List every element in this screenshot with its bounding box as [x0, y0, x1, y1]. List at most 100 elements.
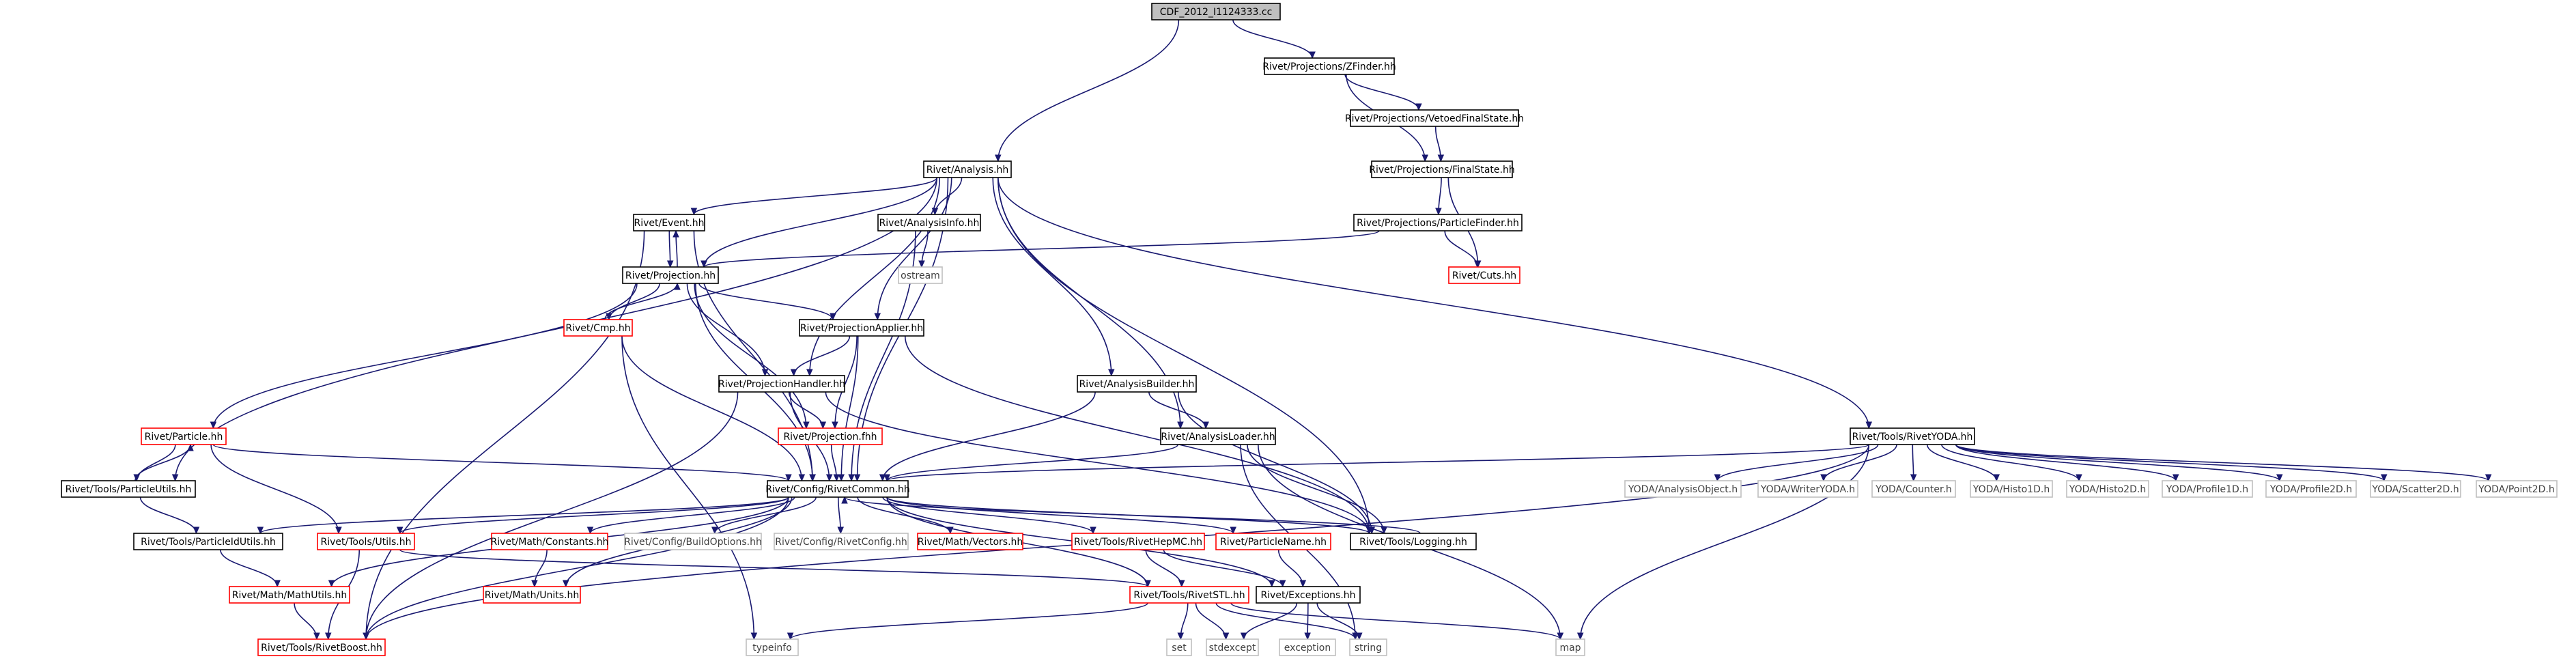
- edge-arrowhead: [586, 526, 594, 535]
- edge-partfinder-to-projection: [700, 230, 1380, 268]
- edge-projection-to-projfhh: [694, 283, 810, 430]
- edge-arrowhead: [1177, 421, 1184, 430]
- edge-common-to-buildopts: [711, 496, 817, 535]
- edge-arrowhead: [335, 526, 342, 535]
- edge-common-to-pname: [886, 496, 1236, 535]
- node-box: [257, 638, 386, 656]
- node-common[interactable]: Rivet/Config/RivetCommon.hh: [765, 480, 910, 498]
- node-units[interactable]: Rivet/Math/Units.hh: [483, 586, 581, 604]
- node-pidutils[interactable]: Rivet/Tools/ParticleIdUtils.hh: [133, 533, 283, 550]
- edge-line: [1926, 444, 1998, 481]
- edge-line: [1148, 391, 1206, 429]
- edge-event-to-projection: [666, 230, 674, 268]
- node-mathconst[interactable]: Rivet/Math/Constants.hh: [491, 533, 609, 550]
- edge-arrowhead: [809, 474, 817, 482]
- node-pname[interactable]: Rivet/ParticleName.hh: [1215, 533, 1331, 550]
- edge-arrowhead: [761, 369, 769, 377]
- node-hepmc[interactable]: Rivet/Tools/RivetHepMC.hh: [1071, 533, 1205, 550]
- edge-toolsutils-to-stl: [399, 549, 1151, 588]
- edge-line: [399, 496, 789, 534]
- edge-line: [1955, 444, 2385, 481]
- node-yodapt2: YODA/Point2D.h: [2476, 480, 2558, 498]
- node-box: [2370, 480, 2461, 498]
- edge-arrowhead: [2276, 474, 2283, 482]
- edge-arrowhead: [1230, 526, 1236, 535]
- node-box: [746, 638, 799, 656]
- node-box: [1350, 533, 1477, 550]
- node-partfinder[interactable]: Rivet/Projections/ParticleFinder.hh: [1353, 214, 1523, 231]
- node-projection[interactable]: Rivet/Projection.hh: [622, 266, 719, 284]
- edge-hepmc-to-exceptions: [1163, 549, 1286, 588]
- node-analysis[interactable]: Rivet/Analysis.hh: [923, 160, 1012, 178]
- edge-arrowhead: [1144, 580, 1151, 588]
- edge-rivetyoda-to-yodap2: [1955, 444, 2283, 482]
- node-projhandler[interactable]: Rivet/ProjectionHandler.hh: [718, 375, 845, 393]
- node-projfhh[interactable]: Rivet/Projection.fhh: [778, 427, 883, 445]
- edge-rivetyoda-to-yodapt2: [1955, 444, 2492, 482]
- edge-projection-to-cmp: [606, 283, 660, 321]
- edge-line: [881, 391, 1096, 481]
- node-mathutils[interactable]: Rivet/Math/MathUtils.hh: [229, 586, 350, 604]
- node-yodap2: YODA/Profile2D.h: [2265, 480, 2357, 498]
- node-box: [923, 160, 1012, 178]
- edge-common-to-pidutils: [257, 496, 789, 535]
- node-event[interactable]: Rivet/Event.hh: [633, 214, 705, 231]
- node-projapplier[interactable]: Rivet/ProjectionApplier.hh: [799, 319, 924, 337]
- node-cuts[interactable]: Rivet/Cuts.hh: [1448, 266, 1520, 284]
- edge-line: [1823, 444, 1897, 481]
- node-yodap1: YODA/Profile1D.h: [2162, 480, 2253, 498]
- node-rivetyoda[interactable]: Rivet/Tools/RivetYODA.hh: [1850, 427, 1975, 445]
- edge-logging-to-common: [841, 496, 1421, 534]
- edge-arrowhead: [313, 632, 320, 641]
- edge-mathconst-to-units: [531, 549, 548, 588]
- node-label: stdexcept: [1209, 643, 1256, 653]
- edge-line: [621, 335, 803, 481]
- node-cmp[interactable]: Rivet/Cmp.hh: [563, 319, 633, 337]
- node-set: set: [1166, 638, 1192, 656]
- edge-arrowhead: [1435, 208, 1442, 216]
- edge-arrowhead: [995, 154, 1002, 163]
- edge-line: [621, 335, 755, 640]
- node-particle[interactable]: Rivet/Particle.hh: [141, 427, 227, 445]
- node-partutils[interactable]: Rivet/Tools/ParticleUtils.hh: [61, 480, 196, 498]
- node-root: CDF_2012_I1124333.cc: [1151, 3, 1281, 20]
- node-finalstate[interactable]: Rivet/Projections/FinalState.hh: [1369, 160, 1515, 178]
- node-label: YODA/Profile2D.h: [2269, 484, 2352, 495]
- node-label: CDF_2012_I1124333.cc: [1160, 7, 1273, 18]
- edge-arrowhead: [1365, 526, 1373, 535]
- edge-line: [886, 444, 1178, 481]
- node-label: Rivet/Projections/VetoedFinalState.hh: [1345, 113, 1524, 124]
- edge-arrowhead: [2076, 474, 2082, 482]
- node-yodah1: YODA/Histo1D.h: [1970, 480, 2053, 498]
- node-label: Rivet/AnalysisLoader.hh: [1161, 432, 1275, 442]
- node-exceptions[interactable]: Rivet/Exceptions.hh: [1256, 586, 1361, 604]
- edge-line: [1247, 444, 1385, 534]
- edge-analysis-to-partutils: [171, 177, 937, 482]
- edge-anainfo-to-ostream: [918, 230, 929, 268]
- node-anabuilder[interactable]: Rivet/AnalysisBuilder.hh: [1077, 375, 1197, 393]
- node-box: [898, 266, 943, 284]
- node-box: [1166, 638, 1192, 656]
- edge-hepmc-to-stl: [1145, 549, 1185, 588]
- node-stl[interactable]: Rivet/Tools/RivetSTL.hh: [1129, 586, 1249, 604]
- edge-stl-to-string: [1215, 602, 1359, 641]
- node-toolsutils[interactable]: Rivet/Tools/Utils.hh: [317, 533, 415, 550]
- node-box: [1206, 638, 1259, 656]
- node-box: [877, 214, 981, 231]
- edge-anabuilder-to-logging: [1177, 391, 1376, 535]
- node-analoader[interactable]: Rivet/AnalysisLoader.hh: [1160, 427, 1276, 445]
- node-anainfo[interactable]: Rivet/AnalysisInfo.hh: [877, 214, 981, 231]
- edge-root-to-zfinder: [1232, 19, 1316, 59]
- node-zfinder[interactable]: Rivet/Projections/ZFinder.hh: [1262, 57, 1396, 75]
- edge-cmp-to-common: [621, 335, 806, 482]
- node-vetoed[interactable]: Rivet/Projections/VetoedFinalState.hh: [1345, 109, 1524, 127]
- node-boost[interactable]: Rivet/Tools/RivetBoost.hh: [257, 638, 386, 656]
- node-label: Rivet/Config/RivetCommon.hh: [765, 484, 910, 495]
- edge-line: [212, 444, 789, 481]
- node-logging[interactable]: Rivet/Tools/Logging.hh: [1350, 533, 1477, 550]
- edge-arrowhead: [1576, 632, 1584, 641]
- edge-arrowhead: [848, 474, 855, 482]
- edge-projection-to-particle: [210, 283, 638, 430]
- node-vectors[interactable]: Rivet/Math/Vectors.hh: [917, 533, 1023, 550]
- edge-arrowhead: [666, 260, 674, 268]
